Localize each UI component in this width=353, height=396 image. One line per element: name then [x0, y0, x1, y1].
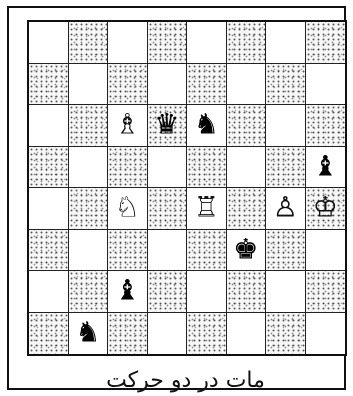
black-queen-icon: ♛ [154, 111, 179, 139]
square-b2[interactable] [69, 271, 109, 313]
white-bishop-icon: ♗ [115, 111, 140, 139]
square-a2[interactable] [29, 271, 69, 313]
square-f4[interactable] [227, 188, 267, 230]
square-g3[interactable] [266, 230, 306, 272]
square-b4[interactable] [69, 188, 109, 230]
square-f6[interactable] [227, 105, 267, 147]
square-f5[interactable] [227, 147, 267, 189]
square-e5[interactable] [187, 147, 227, 189]
square-d3[interactable] [148, 230, 188, 272]
black-king-icon: ♚ [233, 235, 258, 263]
puzzle-caption: مات در دو حرکت [9, 368, 353, 393]
square-b5[interactable] [69, 147, 109, 189]
black-knight-icon: ♞ [75, 319, 100, 347]
square-h5[interactable]: ♝ [306, 147, 346, 189]
square-d6[interactable]: ♛ [148, 105, 188, 147]
square-d5[interactable] [148, 147, 188, 189]
square-a1[interactable] [29, 313, 69, 355]
square-d7[interactable] [148, 64, 188, 106]
square-g4[interactable]: ♙ [266, 188, 306, 230]
square-h2[interactable] [306, 271, 346, 313]
square-e6[interactable]: ♞ [187, 105, 227, 147]
chessboard: ♗ ♛ ♞ ♝ ♘ ♖ ♙ ♔ ♚ ♝ ♞ [27, 20, 347, 356]
square-f3[interactable]: ♚ [227, 230, 267, 272]
square-c6[interactable]: ♗ [108, 105, 148, 147]
square-e4[interactable]: ♖ [187, 188, 227, 230]
square-b8[interactable] [69, 22, 109, 64]
square-h6[interactable] [306, 105, 346, 147]
square-c8[interactable] [108, 22, 148, 64]
square-a7[interactable] [29, 64, 69, 106]
white-knight-icon: ♘ [115, 194, 140, 222]
square-g1[interactable] [266, 313, 306, 355]
black-bishop-icon: ♝ [313, 152, 338, 180]
square-a5[interactable] [29, 147, 69, 189]
square-c3[interactable] [108, 230, 148, 272]
square-d1[interactable] [148, 313, 188, 355]
square-b7[interactable] [69, 64, 109, 106]
square-h3[interactable] [306, 230, 346, 272]
square-g5[interactable] [266, 147, 306, 189]
square-c7[interactable] [108, 64, 148, 106]
square-b6[interactable] [69, 105, 109, 147]
square-h4[interactable]: ♔ [306, 188, 346, 230]
square-h8[interactable] [306, 22, 346, 64]
square-f8[interactable] [227, 22, 267, 64]
black-knight-icon: ♞ [194, 111, 219, 139]
white-pawn-icon: ♙ [273, 194, 298, 222]
square-d8[interactable] [148, 22, 188, 64]
square-c2[interactable]: ♝ [108, 271, 148, 313]
square-a4[interactable] [29, 188, 69, 230]
square-c4[interactable]: ♘ [108, 188, 148, 230]
square-f7[interactable] [227, 64, 267, 106]
square-f2[interactable] [227, 271, 267, 313]
square-g6[interactable] [266, 105, 306, 147]
square-a6[interactable] [29, 105, 69, 147]
square-g2[interactable] [266, 271, 306, 313]
white-king-icon: ♔ [313, 194, 338, 222]
square-g7[interactable] [266, 64, 306, 106]
square-d2[interactable] [148, 271, 188, 313]
black-bishop-icon: ♝ [115, 277, 140, 305]
square-c5[interactable] [108, 147, 148, 189]
square-d4[interactable] [148, 188, 188, 230]
square-e3[interactable] [187, 230, 227, 272]
square-a8[interactable] [29, 22, 69, 64]
square-e2[interactable] [187, 271, 227, 313]
diagram-frame: ♗♛♞♝♘♖♙♔♚♝♞ مات در دو حرکت [7, 6, 346, 390]
white-rook-icon: ♖ [194, 194, 219, 222]
square-h7[interactable] [306, 64, 346, 106]
square-b1[interactable]: ♞ [69, 313, 109, 355]
square-e7[interactable] [187, 64, 227, 106]
square-g8[interactable] [266, 22, 306, 64]
square-c1[interactable] [108, 313, 148, 355]
square-h1[interactable] [306, 313, 346, 355]
square-b3[interactable] [69, 230, 109, 272]
square-e1[interactable] [187, 313, 227, 355]
square-e8[interactable] [187, 22, 227, 64]
square-a3[interactable] [29, 230, 69, 272]
square-f1[interactable] [227, 313, 267, 355]
